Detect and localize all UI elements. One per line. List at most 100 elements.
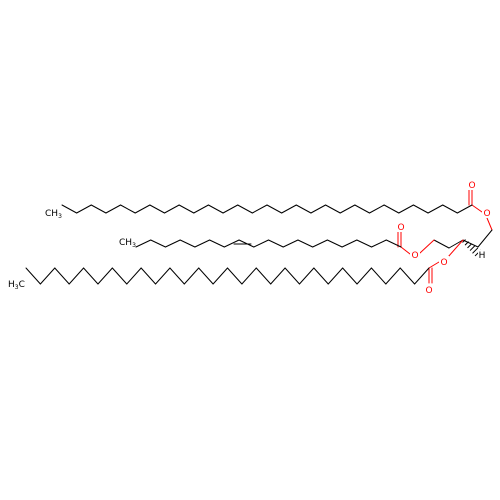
- bond-chain-top: [310, 204, 327, 214]
- bond-chain-top: [354, 204, 370, 214]
- bond-chain-bottom: [83, 267, 99, 285]
- bond-chain-middle: [341, 239, 358, 248]
- bond-chain-bottom: [126, 267, 142, 285]
- bond-chain-bottom: [68, 267, 85, 285]
- bond-o-c: [471, 204, 483, 213]
- ester-oxygen-bottom: O: [440, 258, 447, 268]
- bond-chain-top: [266, 204, 283, 214]
- bond-chain-bottom: [212, 267, 228, 285]
- bond-chain-top: [207, 204, 224, 214]
- bond-chain-top: [295, 204, 312, 214]
- bond-chain-middle: [268, 239, 284, 248]
- carbonyl-oxygen-middle: O: [397, 223, 404, 233]
- methyl-top: CH3: [45, 209, 62, 220]
- bond-chain-top: [61, 204, 78, 214]
- bond-chain-bottom: [54, 267, 70, 285]
- bond-backbone: [462, 239, 479, 248]
- ester-oxygen-top: O: [483, 209, 490, 219]
- bond-chain-bottom: [298, 267, 315, 285]
- bond-chain-middle: [179, 239, 196, 248]
- bond-chain-middle: [385, 239, 402, 248]
- stereo-hash: [472, 247, 479, 254]
- bond-chain-bottom: [198, 267, 214, 285]
- bond-chain-top: [369, 204, 385, 214]
- bond-chain-top: [237, 204, 253, 214]
- bond-chain-middle: [150, 239, 166, 248]
- bond-chain-middle: [164, 239, 181, 248]
- bond-backbone: [477, 229, 493, 248]
- bond-chain-top: [120, 204, 136, 214]
- bond-chain-top: [427, 204, 444, 214]
- bond-chain-bottom: [255, 267, 272, 285]
- bond-c-o: [486, 217, 493, 231]
- carbonyl-oxygen-top: O: [468, 181, 475, 191]
- bond-chain-middle: [223, 239, 240, 248]
- bond-o-c: [400, 246, 411, 255]
- bond-layer: [25, 189, 493, 285]
- bond-chain-top: [149, 204, 165, 214]
- bond-chain-middle: [282, 239, 299, 248]
- bond-chain-middle: [297, 239, 314, 248]
- ester-oxygen-middle: O: [411, 251, 418, 261]
- bond-chain-bottom: [370, 267, 387, 285]
- bond-chain-top: [251, 204, 268, 214]
- stereo-hash: [462, 239, 466, 243]
- carbonyl-oxygen-bottom: O: [425, 286, 432, 296]
- bond-chain-bottom: [25, 267, 41, 285]
- bond-chain-top: [398, 204, 414, 214]
- bond-chain-top: [442, 204, 458, 214]
- bond-c-o: [447, 239, 464, 258]
- bond-chain-middle: [135, 239, 152, 248]
- bond-chain-top: [412, 204, 429, 214]
- bond-chain-top: [193, 204, 209, 214]
- bond-chain-top: [339, 204, 356, 214]
- bond-chain-bottom: [414, 267, 430, 285]
- bond-chain-bottom: [155, 267, 171, 285]
- bond-chain-top: [383, 204, 400, 214]
- bond-chain-middle: [209, 239, 225, 248]
- bond-chain-top: [325, 204, 341, 214]
- bond-chain-bottom: [140, 267, 157, 285]
- stereo-hash: [464, 241, 469, 246]
- bond-backbone: [433, 239, 450, 249]
- bond-chain-bottom: [284, 267, 300, 285]
- methyl-bottom: H3C: [8, 280, 25, 291]
- stereo-hydrogen: H: [479, 251, 486, 261]
- bond-chain-bottom: [39, 267, 56, 285]
- bond-chain-middle: [371, 239, 387, 248]
- bond-chain-top: [134, 204, 151, 214]
- bond-chain-top: [178, 204, 195, 214]
- bond-chain-bottom: [270, 267, 286, 285]
- bond-chain-bottom: [342, 267, 358, 285]
- bond-c-o: [419, 239, 435, 254]
- bond-chain-top: [281, 204, 297, 214]
- bond-chain-middle: [194, 239, 211, 248]
- bond-chain-bottom: [111, 267, 128, 285]
- bond-chain-middle: [326, 239, 343, 248]
- bond-chain-bottom: [399, 267, 416, 285]
- bond-chain-top: [164, 204, 180, 214]
- atom-label-layer: O O O O O O H CH3 CH3 H3C: [7, 179, 492, 296]
- bond-chain-bottom: [385, 267, 401, 285]
- bond-chain-bottom: [169, 267, 185, 285]
- bond-chain-bottom: [327, 267, 344, 285]
- bond-chain-bottom: [313, 267, 329, 285]
- bond-chain-top: [105, 204, 122, 214]
- bond-chain-top: [90, 204, 107, 214]
- methyl-middle: CH3: [119, 238, 136, 249]
- bond-o-c: [428, 261, 440, 269]
- bond-chain-middle: [312, 239, 328, 248]
- bond-chain-bottom: [97, 267, 113, 285]
- bond-chain-bottom: [356, 267, 372, 285]
- bond-chain-middle: [253, 239, 269, 248]
- bond-chain-top: [222, 204, 239, 214]
- bond-chain-bottom: [183, 267, 200, 285]
- bond-chain-bottom: [241, 267, 257, 285]
- stereo-hash: [469, 245, 475, 251]
- bond-backbone: [448, 239, 464, 249]
- stereo-hash: [467, 243, 472, 249]
- bond-chain-top: [76, 204, 92, 214]
- bond-chain-top: [456, 204, 473, 214]
- bond-chain-middle: [356, 239, 373, 248]
